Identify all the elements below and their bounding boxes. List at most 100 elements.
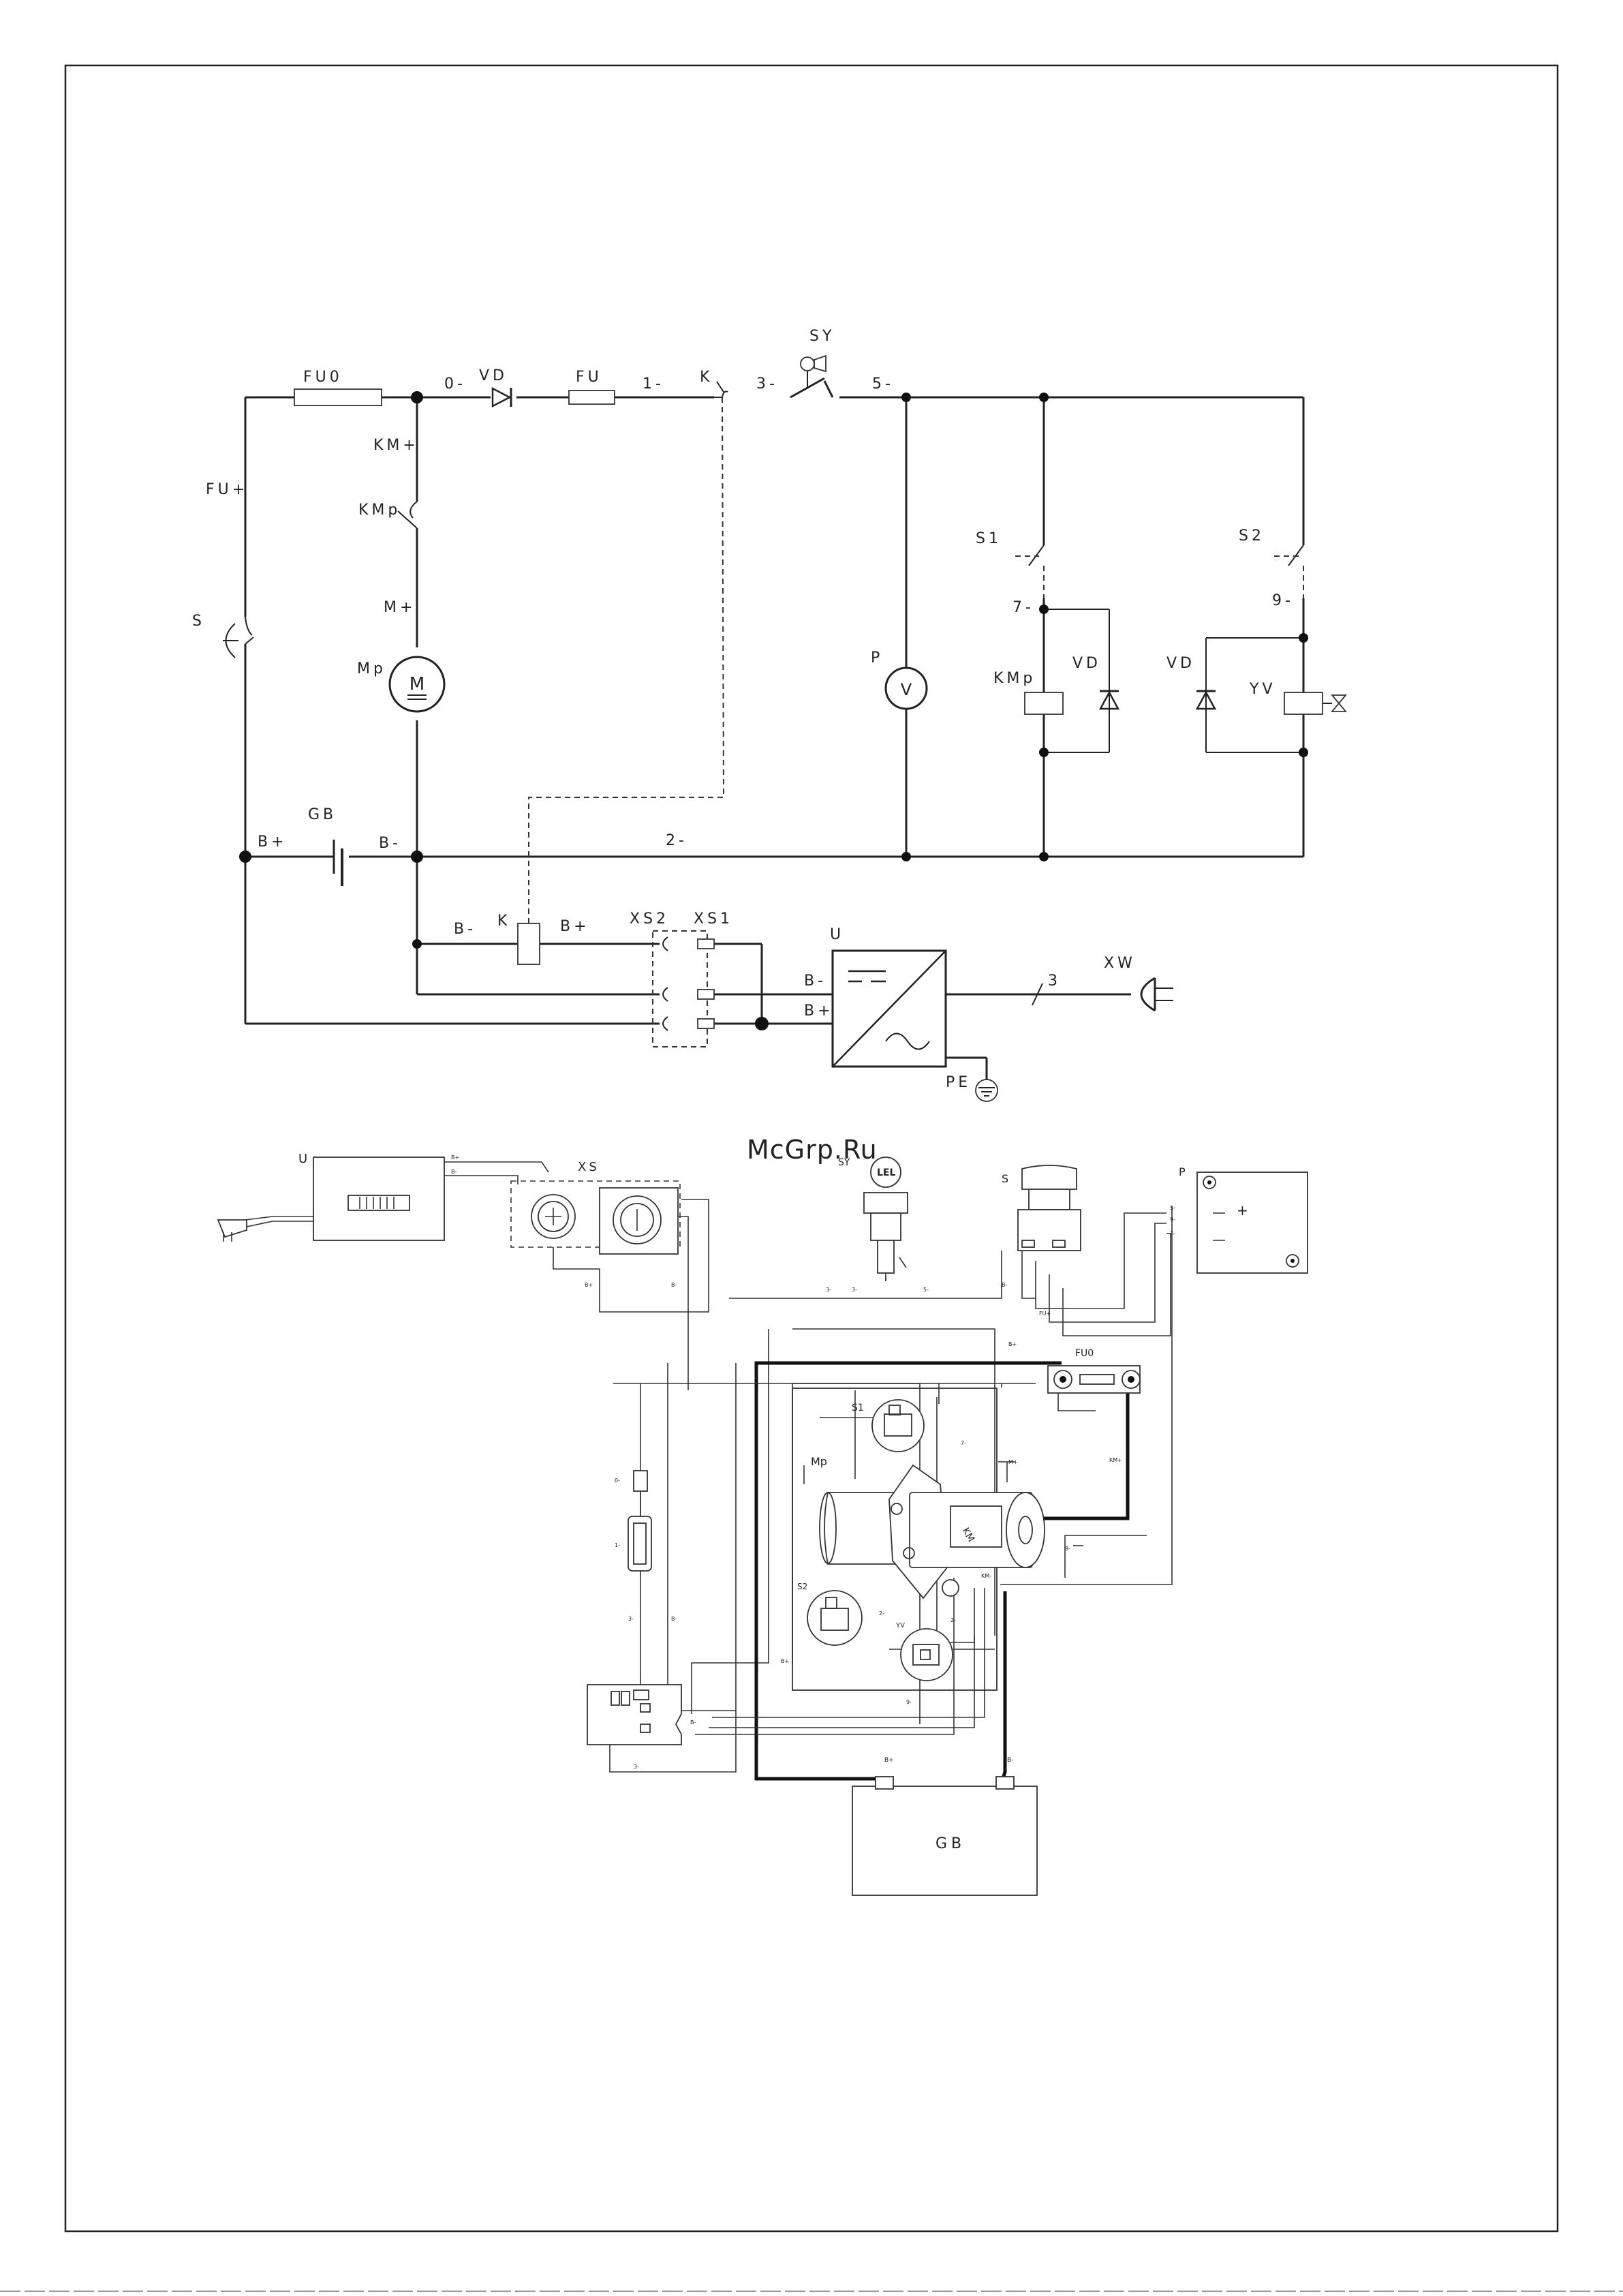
junction-dots	[239, 391, 1308, 1030]
switch-s1	[1015, 545, 1044, 598]
label-fu-plus: FU+	[206, 481, 248, 498]
solenoid-yv	[1284, 692, 1346, 714]
circuit-schematic: M V	[192, 328, 1346, 1101]
wiring-label-s: S	[1002, 1172, 1008, 1185]
label-k-contact: K	[700, 369, 713, 386]
control-board	[587, 1685, 681, 1745]
schematic-wires	[245, 397, 1303, 1080]
voltmeter-p: V	[886, 668, 927, 709]
wiring-label-yv: YV	[895, 1622, 905, 1629]
wire-mark-17: 7-	[961, 1440, 966, 1446]
wiring-label-gb-minus: B-	[1007, 1757, 1013, 1764]
relay-contact-k	[714, 382, 728, 397]
fuse-fu	[569, 391, 615, 404]
label-wire-2: 2-	[666, 832, 687, 849]
float-switch-s1	[872, 1400, 924, 1452]
label-km-plus: KM+	[373, 437, 419, 454]
label-yv: YV	[1249, 681, 1276, 698]
label-vd-s1: VD	[1072, 655, 1101, 672]
wire-mark-24: B-	[690, 1719, 696, 1726]
wiring-label-u: U	[298, 1152, 307, 1166]
wire-mark-27: 2-	[950, 1617, 956, 1623]
label-wire-9: 9-	[1272, 592, 1294, 609]
watermark-text: McGrp.Ru	[747, 1135, 878, 1165]
label-pe: PE	[946, 1074, 971, 1091]
label-wire-0: 0-	[444, 376, 466, 393]
voltmeter-panel-p	[1197, 1172, 1308, 1273]
switch-s2	[1274, 545, 1303, 598]
label-b-minus-2: B-	[454, 921, 476, 938]
label-s-switch: S	[192, 613, 205, 630]
label-vd-s2: VD	[1166, 655, 1195, 672]
connector-xs	[653, 931, 714, 1047]
motor-assembly-mp	[820, 1465, 1045, 1598]
wire-mark-2: B-	[451, 1169, 457, 1175]
wire-mark-5: B-	[671, 1282, 677, 1288]
label-s1: S1	[976, 530, 1002, 547]
label-cable-count: 3	[1048, 973, 1061, 990]
wire-mark-7: 5-	[923, 1287, 929, 1293]
voltmeter-symbol-text: V	[901, 680, 912, 699]
wiring-label-gb: GB	[936, 1835, 965, 1852]
wire-mark-25: B+	[781, 1658, 789, 1664]
label-u: U	[830, 926, 844, 943]
schematic-labels: FU0 0- VD FU 1- K 3- SY 5- FU+ KM+ KMp M…	[192, 328, 1294, 1091]
label-xw: XW	[1104, 955, 1136, 972]
wire-mark-16: M+	[1008, 1459, 1018, 1465]
wire-mark-1: B+	[451, 1154, 459, 1161]
charger-unit-u	[218, 1157, 444, 1242]
label-sy: SY	[809, 328, 835, 345]
label-wire-3: 3-	[756, 376, 778, 393]
wire-mark-4: B+	[585, 1282, 593, 1288]
key-switch-s	[1018, 1165, 1081, 1251]
valve-yv	[901, 1629, 953, 1681]
wiring-label-gb-plus: B+	[884, 1757, 894, 1764]
label-wire-5: 5-	[872, 376, 894, 393]
wiring-label-xs: XS	[578, 1160, 600, 1174]
wire-mark-9: FU+	[1039, 1311, 1051, 1317]
diode-vd-main	[493, 388, 511, 407]
label-vd-main: VD	[479, 367, 508, 384]
label-b-plus: B+	[258, 833, 288, 851]
label-kmp-contact: KMp	[358, 502, 401, 519]
label-mp: Mp	[357, 660, 386, 677]
wire-mark-23: 3-	[628, 1616, 634, 1622]
wire-mark-14: 2-	[1170, 1230, 1175, 1236]
motor-mp: M	[390, 657, 444, 711]
wire-mark-11: KM+	[1109, 1457, 1122, 1463]
switch-s	[223, 617, 253, 658]
installation-drawing: U XS SY LEL S P + FU0 S1 Mp S2 YV KM GB …	[218, 1152, 1308, 1895]
connector-xs-pair	[511, 1181, 680, 1254]
wire-mark-8: B-	[1002, 1282, 1007, 1288]
label-fu: FU	[576, 369, 602, 386]
wire-mark-6: 3-	[852, 1287, 857, 1293]
label-xs1: XS1	[694, 910, 733, 928]
mechanical-link-k	[529, 397, 724, 923]
label-kmp-coil: KMp	[993, 670, 1036, 687]
label-p-meter: P	[871, 649, 883, 667]
label-fu0: FU0	[303, 369, 343, 386]
label-m-plus: M+	[384, 599, 416, 616]
harness-wires	[444, 1162, 1172, 1779]
wire-mark-3: 3-	[826, 1287, 831, 1293]
inline-fuse	[628, 1471, 651, 1571]
wiring-label-p-plus: +	[1237, 1202, 1248, 1219]
wire-mark-20: 0-	[615, 1478, 620, 1484]
wire-mark-21: 1-	[615, 1542, 620, 1548]
label-s2: S2	[1239, 527, 1265, 545]
wiring-label-sy-badge: LEL	[877, 1167, 895, 1178]
label-k-coil: K	[497, 913, 510, 930]
wiring-label-s1: S1	[852, 1403, 864, 1413]
wiring-label-p: P	[1179, 1165, 1186, 1178]
switch-sy	[790, 356, 833, 397]
wire-mark-10: B+	[1008, 1341, 1017, 1347]
wiring-label-s2: S2	[797, 1582, 807, 1591]
wiring-label-sy: SY	[838, 1157, 850, 1168]
wire-mark-13: 9-	[1170, 1216, 1175, 1223]
ground-pe	[976, 1080, 998, 1101]
wire-mark-19: 2-	[879, 1610, 884, 1617]
wire-mark-15: KM-	[981, 1573, 991, 1579]
battery-gb	[334, 840, 342, 886]
wire-mark-18: 9-	[1065, 1546, 1070, 1552]
